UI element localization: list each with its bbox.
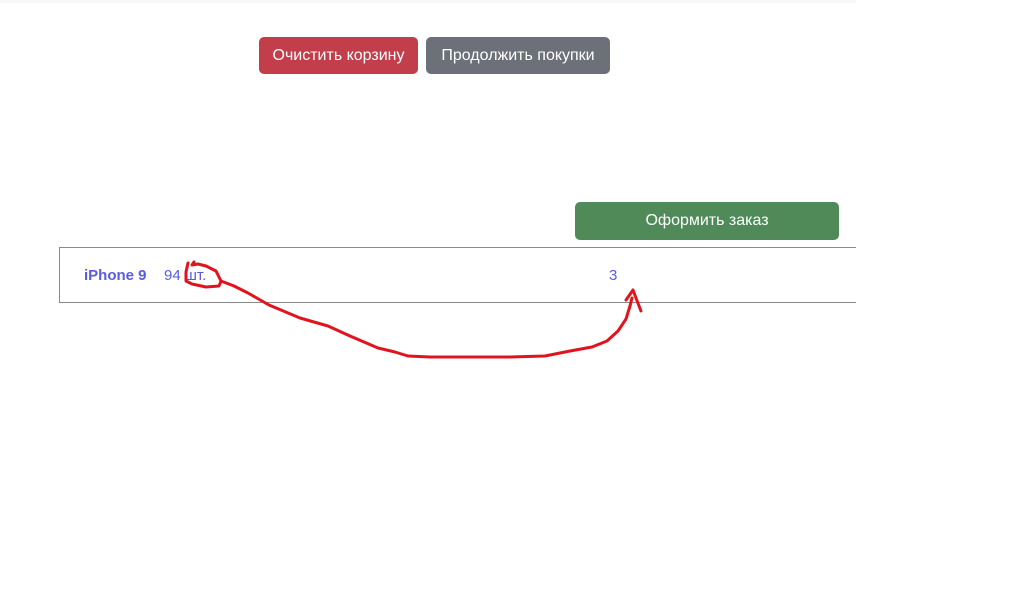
checkout-button[interactable]: Оформить заказ — [575, 202, 839, 240]
clear-cart-button[interactable]: Очистить корзину — [259, 37, 418, 74]
cart-table: iPhone 9 94 шт. 3 — [59, 247, 856, 303]
continue-shopping-button[interactable]: Продолжить покупки — [426, 37, 610, 74]
cart-row: iPhone 9 94 шт. 3 — [60, 248, 856, 302]
item-quantity: 3 — [609, 267, 618, 284]
item-name-link[interactable]: iPhone 9 — [84, 267, 147, 284]
item-stock: 94 шт. — [164, 267, 207, 284]
top-strip — [0, 0, 856, 3]
